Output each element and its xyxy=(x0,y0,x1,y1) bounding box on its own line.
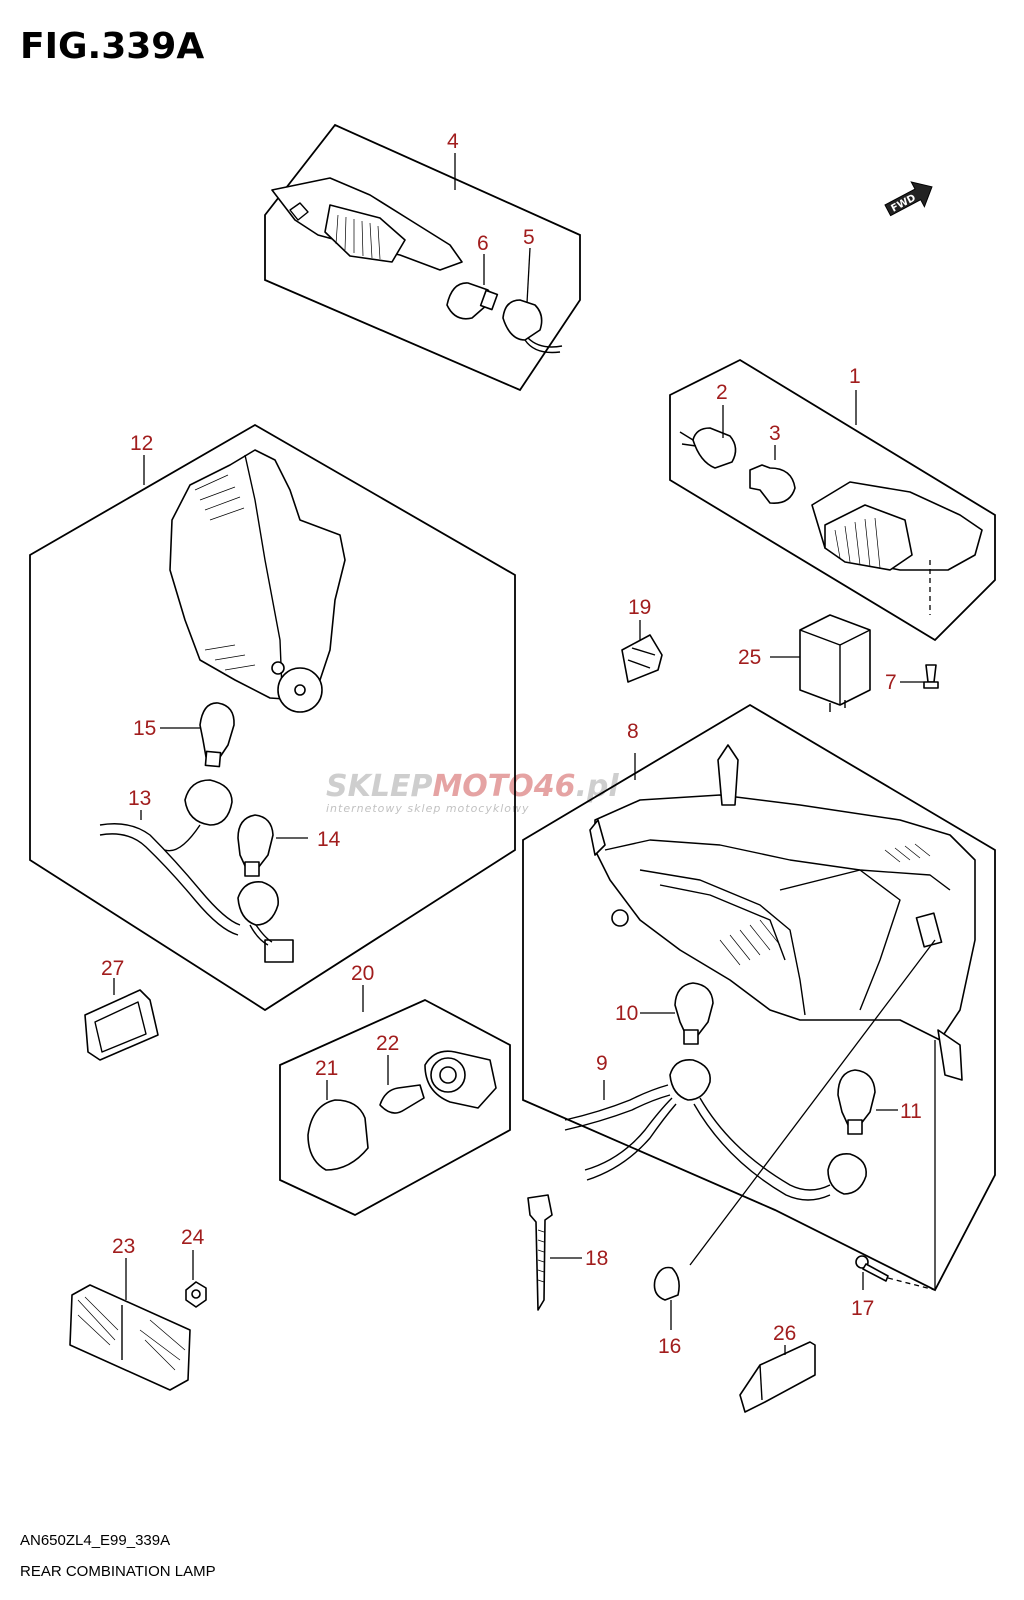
callout-20: 20 xyxy=(351,962,374,985)
part-15-bulb xyxy=(199,702,235,768)
callout-11: 11 xyxy=(900,1100,922,1123)
part-10-bulb xyxy=(674,982,714,1045)
part-14-bulb xyxy=(237,814,274,877)
part-13-harness xyxy=(99,779,294,963)
callout-17: 17 xyxy=(851,1297,874,1320)
callout-19: 19 xyxy=(628,596,651,619)
callout-24: 24 xyxy=(181,1226,205,1249)
part-25-relay xyxy=(799,614,871,712)
watermark-part1: SKLEP xyxy=(326,769,432,804)
callout-2: 2 xyxy=(716,381,728,404)
frame-group-12 xyxy=(29,423,516,1012)
callout-6: 6 xyxy=(477,232,489,255)
part-27-reflector xyxy=(84,989,159,1061)
callout-22: 22 xyxy=(376,1032,399,1055)
part-11-bulb xyxy=(837,1069,876,1135)
part-2-socket xyxy=(679,427,737,469)
part-23-reflector xyxy=(69,1284,191,1391)
callout-14: 14 xyxy=(317,828,341,851)
watermark: SKLEPMOTO46.pl internetowy sklep motocyk… xyxy=(326,769,619,815)
part-5-socket xyxy=(502,299,563,354)
callout-16: 16 xyxy=(658,1335,681,1358)
frame-group-20 xyxy=(279,998,511,1217)
footer-caption: REAR COMBINATION LAMP xyxy=(20,1563,216,1580)
callout-23: 23 xyxy=(112,1235,135,1258)
callout-7: 7 xyxy=(885,671,897,694)
watermark-part3: 46 xyxy=(533,769,576,804)
part-3-bulb xyxy=(749,464,796,505)
part-20-socket xyxy=(424,1050,497,1109)
callout-15: 15 xyxy=(133,717,156,740)
frame-group-1 xyxy=(669,358,996,642)
fwd-arrow-icon: FWD xyxy=(884,181,933,217)
part-1-side-lamp xyxy=(811,481,983,571)
part-16-grommet xyxy=(653,1266,680,1301)
part-24-nut xyxy=(185,1281,207,1308)
footer-model-code: AN650ZL4_E99_339A xyxy=(20,1532,170,1549)
callout-26: 26 xyxy=(773,1322,796,1345)
callout-13: 13 xyxy=(128,787,151,810)
figure-title: FIG.339A xyxy=(20,26,204,67)
callout-12: 12 xyxy=(130,432,153,455)
callout-21: 21 xyxy=(315,1057,338,1080)
callout-27: 27 xyxy=(101,957,124,980)
part-19-clip xyxy=(621,634,663,683)
callout-5: 5 xyxy=(523,226,535,249)
callout-8: 8 xyxy=(627,720,639,743)
callout-18: 18 xyxy=(585,1247,608,1270)
part-9-harness xyxy=(564,1058,867,1201)
svg-text:SKLEPMOTO46.pl: SKLEPMOTO46.pl xyxy=(326,769,619,804)
part-18-cable-tie xyxy=(527,1194,553,1311)
part-22-bulb xyxy=(379,1084,425,1114)
callout-1: 1 xyxy=(849,365,861,388)
part-7-screw xyxy=(923,664,939,689)
callout-10: 10 xyxy=(615,1002,638,1025)
part-8-tail-lamp xyxy=(589,744,976,1081)
watermark-part2: MOTO xyxy=(432,769,533,804)
callout-3: 3 xyxy=(769,422,781,445)
callout-25: 25 xyxy=(738,646,761,669)
part-17-screw xyxy=(855,1255,889,1282)
part-26-reflector xyxy=(739,1341,816,1413)
part-21-lens xyxy=(307,1099,369,1171)
callout-4: 4 xyxy=(447,130,459,153)
part-6-bulb xyxy=(446,282,499,320)
frame-group-8 xyxy=(522,703,996,1292)
watermark-subtitle: internetowy sklep motocyklowy xyxy=(326,802,530,815)
frame-group-4 xyxy=(264,123,581,392)
part-4-side-lamp xyxy=(271,177,463,271)
callout-9: 9 xyxy=(596,1052,608,1075)
part-12-lamp-housing xyxy=(169,449,346,713)
